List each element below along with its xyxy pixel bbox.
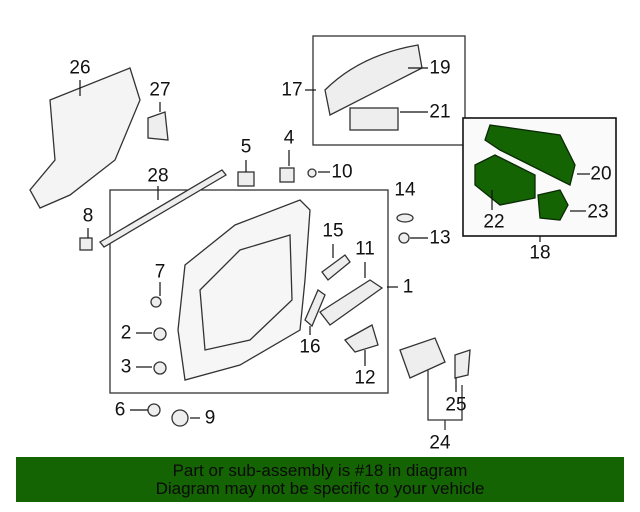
callout-4: 4 — [283, 127, 295, 149]
callout-25: 25 — [445, 394, 467, 416]
leader-24 — [427, 370, 463, 430]
part-21-switch — [349, 107, 399, 131]
part-13-clip — [398, 232, 410, 244]
callout-28: 28 — [147, 165, 169, 187]
part-24-handle — [399, 337, 446, 379]
callout-13: 13 — [429, 227, 451, 249]
callout-19: 19 — [429, 57, 451, 79]
part-19-armrest-panel — [324, 44, 423, 116]
callout-23: 23 — [587, 201, 609, 223]
part-6-screw — [147, 403, 161, 417]
callout-18[interactable]: 18 — [529, 242, 551, 264]
callout-21: 21 — [429, 101, 451, 123]
door-panel-inner — [199, 234, 293, 351]
part-15 — [321, 254, 351, 281]
callout-27: 27 — [149, 79, 171, 101]
part-20-switch-panel — [484, 124, 576, 186]
callout-22: 22 — [483, 211, 505, 233]
part-25-bezel — [454, 349, 471, 379]
part-3-screw — [153, 361, 167, 375]
part-12 — [343, 324, 379, 353]
callout-12: 12 — [354, 367, 376, 389]
part-23-mirror-switch — [537, 189, 569, 221]
callout-7: 7 — [154, 261, 166, 283]
callout-2: 2 — [120, 322, 132, 344]
callout-3: 3 — [120, 356, 132, 378]
part-9-grommet — [171, 409, 189, 427]
callout-26: 26 — [69, 57, 91, 79]
part-28-strip — [99, 169, 227, 248]
banner-line-2: Diagram may not be specific to your vehi… — [155, 479, 485, 498]
callout-20: 20 — [590, 163, 612, 185]
part-2-screw — [153, 327, 167, 341]
callout-1: 1 — [402, 276, 414, 298]
part-27-cover — [147, 111, 169, 141]
callout-11: 11 — [355, 238, 375, 260]
banner-line-1: Part or sub-assembly is #18 in diagram — [172, 461, 468, 480]
callout-5: 5 — [240, 136, 252, 158]
callout-9: 9 — [204, 407, 216, 429]
part-11 — [319, 279, 384, 326]
part-8-clip — [79, 237, 93, 251]
part-22-window-switch — [474, 154, 536, 206]
callout-8: 8 — [82, 205, 94, 227]
callout-17: 17 — [281, 79, 303, 101]
part-1-door-panel — [177, 199, 311, 381]
callout-15: 15 — [322, 220, 344, 242]
callout-24: 24 — [429, 432, 451, 454]
callout-14: 14 — [394, 179, 416, 201]
part-7-screw — [150, 296, 162, 308]
callout-6: 6 — [114, 399, 126, 421]
part-4-bolt — [279, 167, 295, 183]
part-14-plug — [396, 213, 414, 223]
info-banner: Part or sub-assembly is #18 in diagram D… — [16, 457, 624, 502]
part-10-clip — [307, 168, 317, 178]
part-16 — [304, 289, 326, 328]
callout-10: 10 — [331, 161, 353, 183]
callout-16: 16 — [299, 336, 321, 358]
part-5-clip — [237, 171, 255, 187]
part-26-trim — [29, 67, 141, 209]
